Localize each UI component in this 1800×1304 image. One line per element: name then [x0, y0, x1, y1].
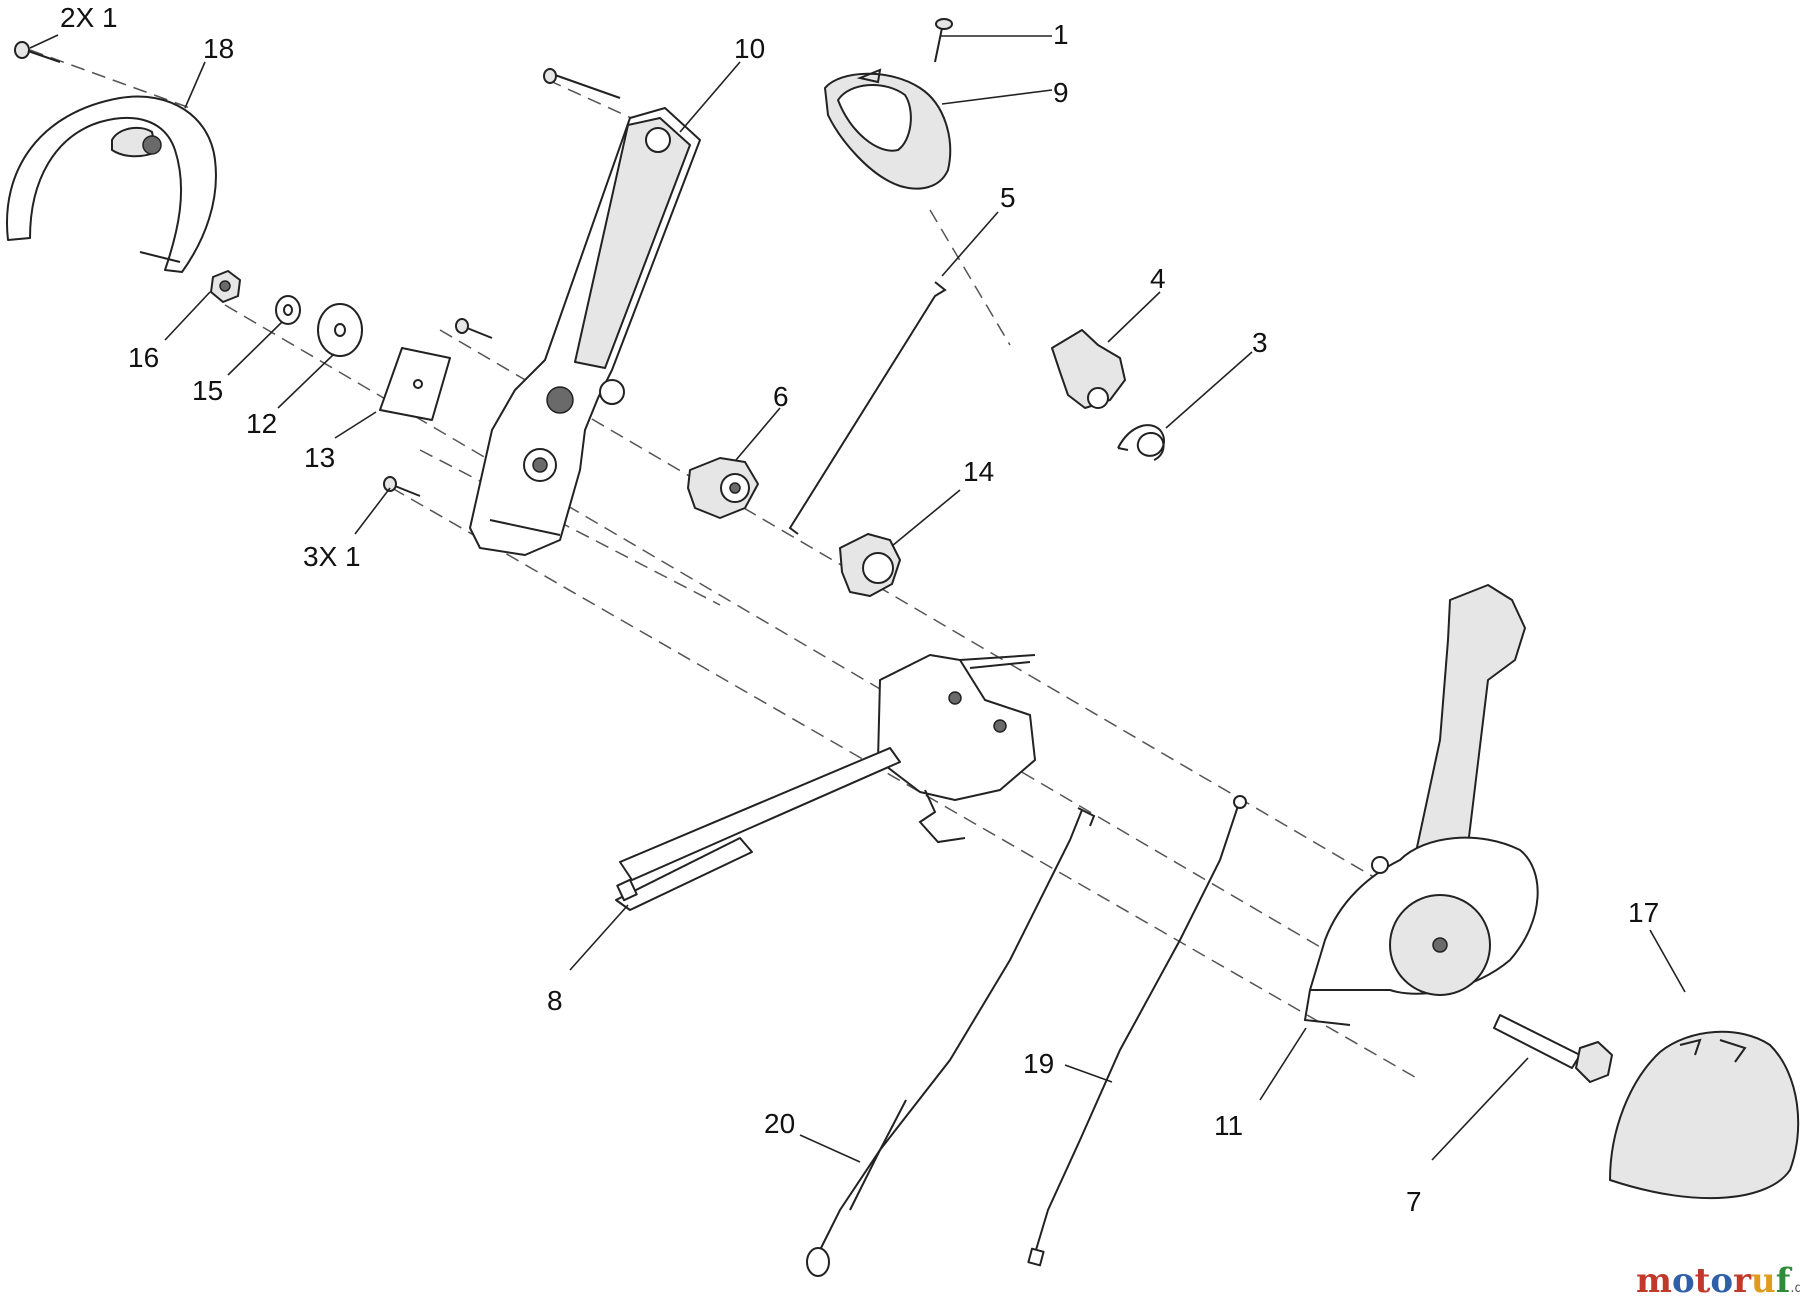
callout-labels: 2X 1 18 10 1 9 5 4 3 6 14 16 15 12 13 3X…	[60, 2, 1659, 1217]
callout-8: 8	[547, 985, 563, 1016]
part-bolt-7	[1493, 1014, 1613, 1083]
callout-4: 4	[1150, 263, 1166, 294]
part-bushing-14	[839, 533, 901, 597]
callout-3: 3	[1252, 327, 1268, 358]
leader-lines	[29, 34, 1686, 1163]
part-washer-12	[317, 303, 363, 357]
part-cable-19	[1027, 795, 1247, 1267]
part-washer-15	[275, 295, 301, 325]
part-handle-bracket-10	[469, 68, 701, 556]
part-cover-right-17	[1609, 1030, 1800, 1200]
part-latch-4	[1051, 329, 1126, 409]
callout-16: 16	[128, 342, 159, 373]
callout-19: 19	[1023, 1048, 1054, 1079]
part-rod-5	[788, 281, 947, 535]
callout-13: 13	[304, 442, 335, 473]
callout-1: 1	[1053, 19, 1069, 50]
part-nut-16	[210, 270, 241, 303]
callout-12: 12	[246, 408, 277, 439]
part-link-arm-8	[615, 747, 901, 911]
callout-2x1: 2X 1	[60, 2, 118, 33]
part-knob-cap-9	[824, 68, 952, 190]
part-bushing-6	[687, 457, 759, 519]
callout-6: 6	[773, 381, 789, 412]
wm-letter: t	[1695, 1261, 1711, 1301]
watermark-motoruf: motoruf.de	[1636, 1261, 1800, 1301]
part-spring-3	[1117, 424, 1165, 461]
part-cable-20	[806, 807, 1096, 1277]
wm-letter: m	[1636, 1261, 1672, 1301]
callout-11: 11	[1214, 1110, 1243, 1141]
wm-letter: o	[1710, 1261, 1733, 1301]
callout-5: 5	[1000, 182, 1016, 213]
callout-17: 17	[1628, 897, 1659, 928]
callout-20: 20	[764, 1108, 795, 1139]
wm-letter: r	[1733, 1261, 1752, 1301]
callout-9: 9	[1053, 77, 1069, 108]
wm-suffix: .de	[1790, 1281, 1800, 1296]
part-handle-right-11	[1303, 584, 1539, 1026]
callout-18: 18	[203, 33, 234, 64]
callout-7: 7	[1406, 1186, 1422, 1217]
callout-3x1: 3X 1	[303, 541, 361, 572]
part-screw-1	[934, 18, 953, 63]
part-cover-left	[6, 95, 217, 273]
callout-10: 10	[734, 33, 765, 64]
part-center-bracket	[877, 654, 1036, 844]
part-screw-top-left	[14, 41, 61, 63]
callout-15: 15	[192, 375, 223, 406]
wm-letter: u	[1751, 1261, 1776, 1301]
assembly-axis-lines	[29, 49, 1431, 1081]
wm-letter: f	[1776, 1261, 1793, 1301]
wm-letter: o	[1672, 1261, 1695, 1301]
part-plate-13	[379, 347, 451, 421]
part-screw-bracket	[383, 318, 493, 497]
callout-14: 14	[963, 456, 994, 487]
